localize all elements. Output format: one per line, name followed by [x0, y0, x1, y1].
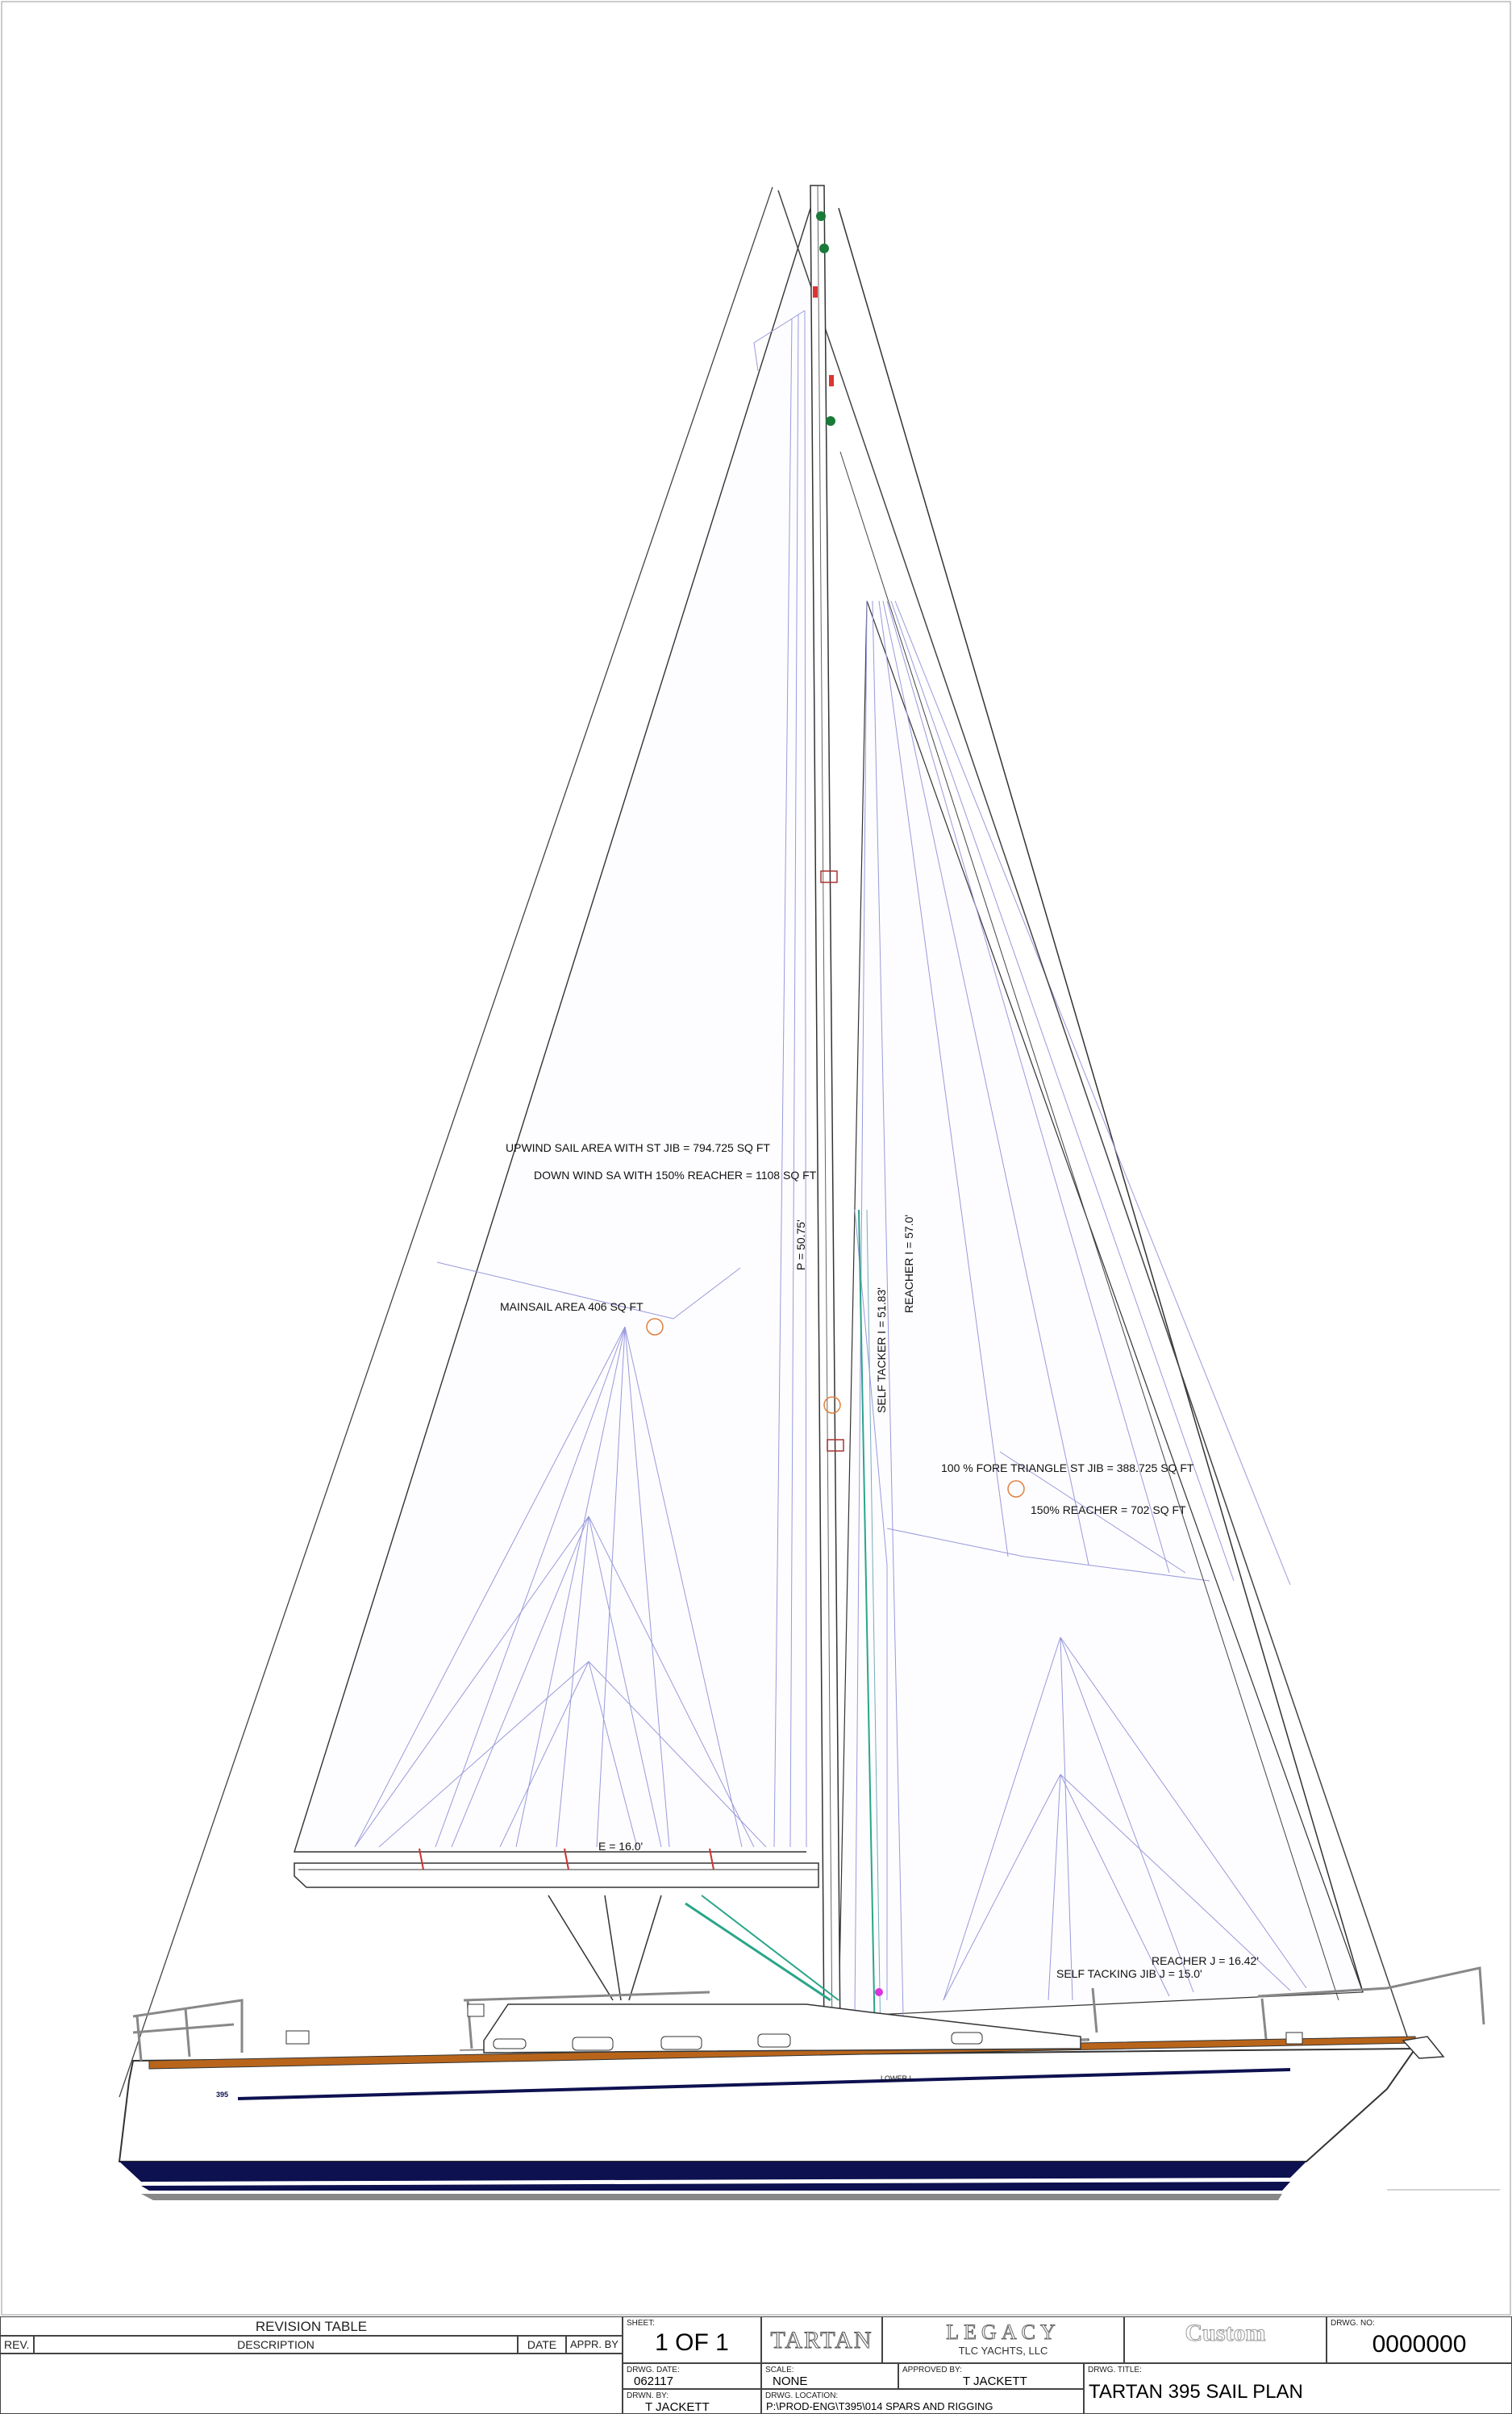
drwg-date-label: DRWG. DATE: [623, 2363, 761, 2389]
sheet-value: 1 OF 1 [655, 2329, 729, 2356]
drawing-border [1, 1, 1511, 2316]
jib-centroid [823, 1396, 841, 1414]
scale-value: NONE [773, 2374, 808, 2388]
date-col: DATE [518, 2336, 566, 2354]
lower-label: LOWER I [881, 2074, 911, 2083]
drwg-title: TARTAN 395 SAIL PLAN [1089, 2381, 1303, 2403]
self-tacker-i-label: SELF TACKER I = 51.83' [875, 1287, 888, 1413]
downwind-area-label: DOWN WIND SA WITH 150% REACHER = 1108 SQ… [534, 1169, 817, 1182]
boom-vang [548, 1895, 839, 2002]
mainsail-centroid [646, 1318, 664, 1336]
revision-table-title: REVISION TABLE [0, 2316, 623, 2336]
reacher-area-label: 150% REACHER = 702 SQ FT [1031, 1503, 1186, 1516]
self-tacker-stay [839, 451, 1339, 2001]
drwg-no: 0000000 [1372, 2331, 1467, 2358]
deck-hardware [285, 1988, 1445, 2059]
upwind-area-label: UPWIND SAIL AREA WITH ST JIB = 794.725 S… [506, 1141, 770, 1154]
title-block: REVISION TABLE REV. DESCRIPTION DATE APP… [0, 2316, 1512, 2414]
headsail [838, 207, 1364, 2017]
approved-label: APPROVED BY: [898, 2363, 1084, 2389]
hull [118, 2036, 1500, 2200]
approved-value: T JACKETT [963, 2374, 1027, 2388]
e-dimension-label: E = 16.0' [598, 1840, 643, 1853]
reacher-i-label: REACHER I = 57.0' [902, 1215, 915, 1313]
appr-col: APPR. BY [566, 2336, 623, 2354]
rev-col: REV. [0, 2336, 34, 2354]
tartan-logo: TARTAN [761, 2316, 882, 2363]
hull-logo-text: 395 [216, 2091, 228, 2099]
location-value: P:\PROD-ENG\T395\014 SPARS AND RIGGING [766, 2400, 993, 2412]
reacher-centroid [1007, 1480, 1025, 1498]
drwn-by: T JACKETT [645, 2400, 710, 2414]
stern-pulpit [132, 1991, 710, 2062]
description-col: DESCRIPTION [34, 2336, 518, 2354]
backstay [119, 186, 773, 2098]
sheet-label: SHEET: [623, 2316, 761, 2363]
custom-logo: Custom [1124, 2316, 1327, 2363]
self-tacking-j-label: SELF TACKING JIB J = 15.0' [1056, 1967, 1202, 1980]
forestay [777, 190, 1408, 2037]
reacher-j-label: REACHER J = 16.42' [1152, 1954, 1259, 1967]
sail-plan-drawing: UPWIND SAIL AREA WITH ST JIB = 794.725 S… [1, 1, 1511, 2316]
fore-triangle-label: 100 % FORE TRIANGLE ST JIB = 388.725 SQ … [941, 1461, 1194, 1474]
mainsail [294, 190, 817, 1853]
boom [294, 1848, 819, 1888]
bow-pulpit [1091, 1966, 1485, 2040]
revision-rows [0, 2354, 623, 2414]
scale-label: SCALE: [761, 2363, 898, 2389]
drwg-date: 062117 [634, 2374, 673, 2388]
legacy-logo: LEGACY TLC YACHTS, LLC [882, 2316, 1124, 2363]
p-dimension-label: P = 50.75' [794, 1220, 807, 1270]
deckhouse [483, 2003, 1081, 2053]
mainsail-area-label: MAINSAIL AREA 406 SQ FT [500, 1300, 644, 1313]
